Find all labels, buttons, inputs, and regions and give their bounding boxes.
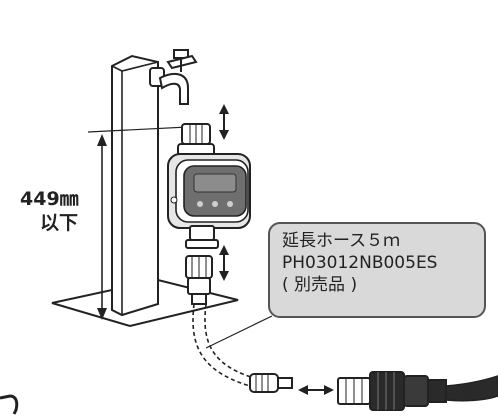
connect-arrow xyxy=(298,385,334,395)
edge-fragment xyxy=(0,394,19,415)
standing-post xyxy=(111,54,159,317)
height-note: 以下 xyxy=(40,212,79,234)
hose-path-dashed xyxy=(192,303,255,387)
callout-hose-name: 延長ホース５ｍ xyxy=(282,231,401,251)
extension-hose xyxy=(445,375,498,402)
extension-hose-coupling xyxy=(337,371,447,411)
hose-end-connector xyxy=(249,373,293,393)
hose-connector xyxy=(185,255,213,305)
top-coupling xyxy=(177,123,215,157)
callout-part-number: PH03012NB005ES xyxy=(282,253,438,273)
callout-sold-separately: ( 別売品 ) xyxy=(282,275,358,295)
faucet xyxy=(149,49,198,105)
height-value: 449㎜ xyxy=(20,188,79,210)
extension-hose-callout: 延長ホース５ｍ PH03012NB005ES ( 別売品 ) xyxy=(268,222,486,318)
water-timer xyxy=(167,153,251,229)
adjust-arrow-lower xyxy=(219,245,229,281)
adjust-arrow-upper xyxy=(219,104,229,140)
callout-leader xyxy=(205,315,273,349)
timer-outlet xyxy=(185,225,219,249)
